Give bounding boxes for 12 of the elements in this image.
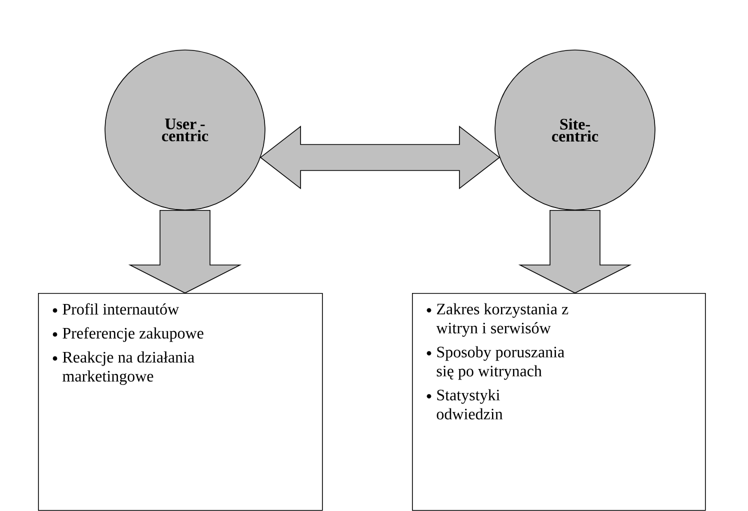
- circle-node: Site-centric: [494, 50, 656, 210]
- node-label: Profil internautów: [62, 303, 180, 315]
- node-label: Sposoby poruszania się po witrynach: [436, 346, 564, 380]
- circle-node: User - centric: [104, 50, 266, 210]
- node-label: Reakcje na działania marketingowe: [62, 351, 194, 385]
- node-label: Statystyki odwiedzin: [436, 389, 503, 420]
- block-arrow: [128, 210, 242, 294]
- block-arrow: [518, 210, 632, 294]
- node-label: Zakres korzystania z witryn i serwisów: [436, 303, 568, 337]
- bullet-list-box: [412, 293, 706, 511]
- node-label: Preferencje zakupowe: [62, 327, 204, 342]
- bullet-list-box: [38, 293, 323, 511]
